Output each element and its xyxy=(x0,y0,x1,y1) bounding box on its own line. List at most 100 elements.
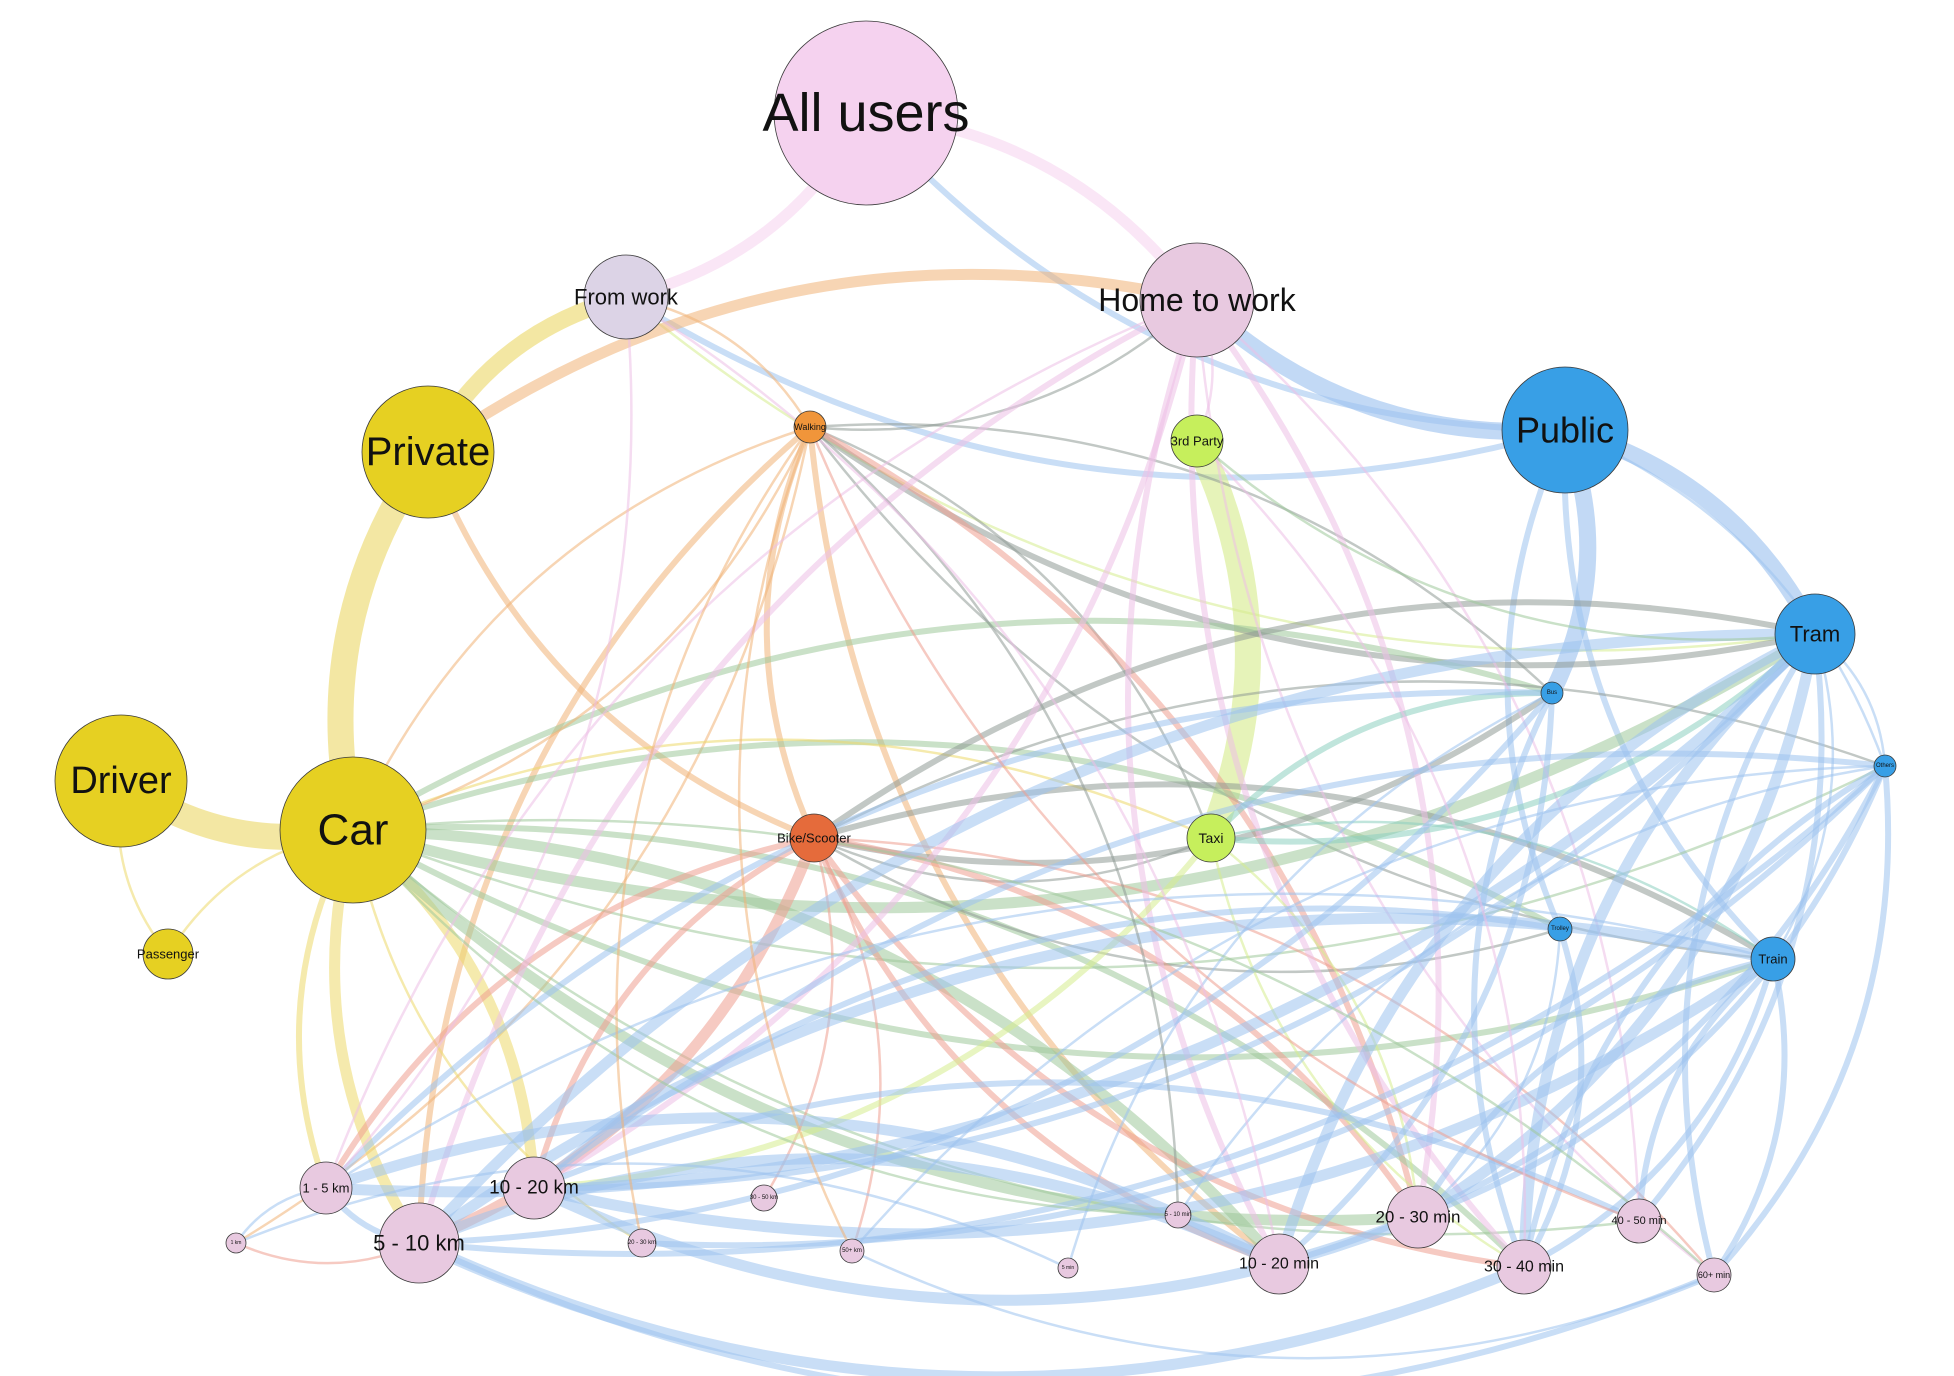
node-km5_10: 5 - 10 km xyxy=(373,1202,465,1284)
node-km1-circle xyxy=(225,1232,247,1254)
edge-walking-km5_10 xyxy=(416,424,813,1246)
edge-home-km5_10 xyxy=(416,297,1200,1246)
edge-home-km1_5 xyxy=(324,298,1199,1190)
node-km20_30-circle xyxy=(627,1228,657,1258)
edge-walking-km20_30 xyxy=(615,425,812,1245)
edge-km1_5-min10_20 xyxy=(320,1112,1285,1270)
node-km5_10-label: 5 - 10 km xyxy=(373,1231,465,1256)
node-min20_30-circle xyxy=(1386,1185,1450,1249)
edge-bike-tram xyxy=(811,599,1818,841)
node-car-label: Car xyxy=(318,806,389,855)
node-from-circle xyxy=(583,254,669,340)
node-km5_10-circle xyxy=(378,1202,460,1284)
node-home: Home to work xyxy=(1098,242,1297,358)
edge-walking-min10_20 xyxy=(807,424,1282,1267)
node-all-circle xyxy=(773,20,959,206)
node-km1_5: 1 - 5 km xyxy=(299,1161,353,1215)
edge-others-min60 xyxy=(1711,763,1892,1278)
node-min5-circle xyxy=(1057,1257,1079,1279)
node-km1_5-label: 1 - 5 km xyxy=(303,1181,350,1196)
node-trolley: Trolley xyxy=(1547,916,1573,942)
node-km30_50-circle xyxy=(750,1184,778,1212)
node-public-label: Public xyxy=(1516,410,1614,451)
edge-car-min10_20 xyxy=(347,824,1285,1270)
edge-walking-bike xyxy=(763,424,817,841)
edge-car-walking xyxy=(351,425,812,832)
node-public-circle xyxy=(1501,366,1629,494)
edge-from-min10_20 xyxy=(624,295,1281,1266)
edge-public-others xyxy=(1563,428,1887,768)
node-party-label: 3rd Party xyxy=(1171,434,1224,449)
edge-walking-car xyxy=(351,425,812,832)
node-km10_20: 10 - 20 km xyxy=(489,1156,579,1220)
node-others: Others xyxy=(1873,754,1897,778)
edge-tram-min30_40 xyxy=(1518,628,1821,1273)
edge-train-min40_50 xyxy=(1636,956,1776,1224)
edge-party-min30_40 xyxy=(1195,439,1527,1269)
node-driver-circle xyxy=(54,714,188,848)
edge-bike-trolley xyxy=(812,836,1562,974)
edge-taxi-min20_30 xyxy=(1209,836,1420,1219)
node-train-circle xyxy=(1750,936,1796,982)
edge-walking-km50 xyxy=(737,425,854,1253)
node-km20_30: 20 - 30 km xyxy=(627,1228,657,1258)
node-min40_50-circle xyxy=(1616,1198,1662,1244)
node-min40_50-label: 40 - 50 min xyxy=(1611,1215,1666,1227)
edge-tram-min20_30 xyxy=(1412,628,1821,1223)
node-min10_20: 10 - 20 min xyxy=(1239,1233,1319,1295)
node-min10_20-label: 10 - 20 min xyxy=(1239,1256,1319,1273)
node-home-circle xyxy=(1139,242,1255,358)
edge-party-tram xyxy=(1195,439,1817,641)
edge-km50-min60 xyxy=(850,1249,1716,1360)
node-bus: Bus xyxy=(1540,681,1564,705)
edge-from-tram xyxy=(624,295,1817,652)
node-min20_30: 20 - 30 min xyxy=(1375,1185,1461,1249)
node-km50: 50+ km xyxy=(839,1238,865,1264)
node-bus-circle xyxy=(1540,681,1564,705)
node-min5_10-label: 5 - 10 min xyxy=(1165,1212,1192,1218)
node-party-circle xyxy=(1170,414,1224,468)
edge-car-min60 xyxy=(351,818,1716,1277)
node-private: Private xyxy=(361,385,495,519)
edge-others-min30_40 xyxy=(1521,763,1888,1270)
node-min30_40: 30 - 40 min xyxy=(1484,1239,1564,1295)
edge-walking-bus xyxy=(808,422,1554,695)
edge-from-km1_5 xyxy=(324,295,633,1190)
node-min10_20-circle xyxy=(1248,1233,1310,1295)
edge-car-min20_30 xyxy=(347,824,1424,1227)
edge-bike-km1_5 xyxy=(323,835,817,1191)
node-bike: Bike/Scooter xyxy=(777,813,852,863)
node-private-label: Private xyxy=(366,430,491,474)
node-tram-circle xyxy=(1774,593,1856,675)
node-taxi: Taxi xyxy=(1186,813,1236,863)
node-walking: Walking xyxy=(793,410,827,444)
node-km1: 1 km xyxy=(225,1232,247,1254)
edge-trolley-min30_40 xyxy=(1521,926,1585,1270)
node-bike-label: Bike/Scooter xyxy=(777,831,851,846)
edge-train-km1_5 xyxy=(324,892,1775,1190)
edge-train-min30_40 xyxy=(1521,956,1776,1270)
node-km1-label: 1 km xyxy=(231,1240,242,1246)
edge-car-others xyxy=(351,764,1887,970)
node-min5: 5 min xyxy=(1057,1257,1079,1279)
node-private-circle xyxy=(361,385,495,519)
node-public: Public xyxy=(1501,366,1629,494)
node-km30_50-label: 30 - 50 km xyxy=(750,1195,778,1201)
node-walking-label: Walking xyxy=(794,422,826,432)
edge-from-public xyxy=(623,294,1568,481)
node-others-circle xyxy=(1873,754,1897,778)
node-tram-label: Tram xyxy=(1790,622,1841,647)
node-from: From work xyxy=(574,254,679,340)
node-car: Car xyxy=(279,756,427,904)
node-driver: Driver xyxy=(54,714,188,848)
node-others-label: Others xyxy=(1876,763,1894,769)
node-car-circle xyxy=(279,756,427,904)
node-driver-label: Driver xyxy=(70,760,172,802)
node-trolley-circle xyxy=(1547,916,1573,942)
node-bus-label: Bus xyxy=(1547,690,1557,696)
edge-home-min40_50 xyxy=(1195,298,1641,1223)
node-min5-label: 5 min xyxy=(1062,1265,1074,1271)
edge-walking-min40_50 xyxy=(808,425,1641,1223)
